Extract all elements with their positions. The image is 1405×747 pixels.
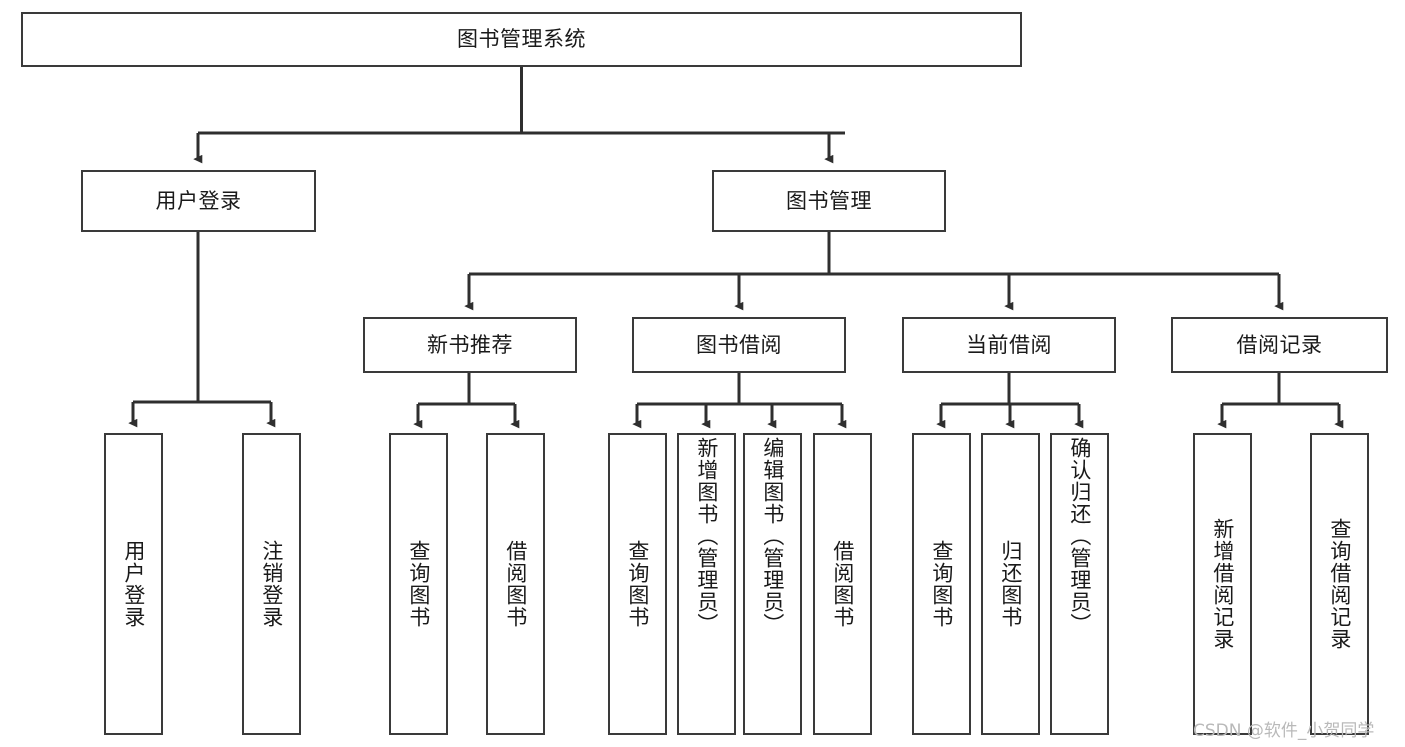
node-leaf-logout-login[interactable]: 注销登录 xyxy=(242,433,301,735)
csdn-watermark: CSDN @软件_小贺同学 xyxy=(1193,721,1375,741)
node-leaf-user-login-label: 用户登录 xyxy=(121,540,146,628)
node-leaf-return-book[interactable]: 归还图书 xyxy=(981,433,1040,735)
node-book-manage-label: 图书管理 xyxy=(786,188,872,213)
node-leaf-confirm-return-label: 确认归还（管理员） xyxy=(1067,437,1092,635)
node-current-borrow[interactable]: 当前借阅 xyxy=(902,317,1116,373)
node-user-login-label: 用户登录 xyxy=(155,188,242,213)
node-leaf-edit-book[interactable]: 编辑图书（管理员） xyxy=(743,433,802,735)
node-leaf-query-book-2[interactable]: 查询图书 xyxy=(608,433,667,735)
node-leaf-borrow-book-2-label: 借阅图书 xyxy=(830,540,855,628)
node-book-borrow-label: 图书借阅 xyxy=(696,332,782,357)
node-leaf-borrow-book-1-label: 借阅图书 xyxy=(503,540,528,628)
node-leaf-query-book-3-label: 查询图书 xyxy=(929,540,954,628)
node-leaf-add-book-label: 新增图书（管理员） xyxy=(694,437,719,635)
node-borrow-record-label: 借阅记录 xyxy=(1236,332,1323,357)
node-leaf-query-book-3[interactable]: 查询图书 xyxy=(912,433,971,735)
node-leaf-user-login[interactable]: 用户登录 xyxy=(104,433,163,735)
node-root-system-label: 图书管理系统 xyxy=(457,27,586,52)
node-leaf-return-book-label: 归还图书 xyxy=(998,540,1023,628)
node-leaf-query-record[interactable]: 查询借阅记录 xyxy=(1310,433,1369,735)
node-leaf-query-record-label: 查询借阅记录 xyxy=(1327,518,1352,650)
node-leaf-borrow-book-1[interactable]: 借阅图书 xyxy=(486,433,545,735)
node-leaf-borrow-book-2[interactable]: 借阅图书 xyxy=(813,433,872,735)
node-leaf-add-record-label: 新增借阅记录 xyxy=(1210,518,1235,650)
node-new-book-recommend-label: 新书推荐 xyxy=(427,332,513,357)
node-new-book-recommend[interactable]: 新书推荐 xyxy=(363,317,577,373)
node-leaf-query-book-1[interactable]: 查询图书 xyxy=(389,433,448,735)
node-leaf-logout-login-label: 注销登录 xyxy=(259,540,284,628)
node-book-manage[interactable]: 图书管理 xyxy=(712,170,946,232)
node-leaf-add-record[interactable]: 新增借阅记录 xyxy=(1193,433,1252,735)
node-leaf-query-book-1-label: 查询图书 xyxy=(406,540,431,628)
node-book-borrow[interactable]: 图书借阅 xyxy=(632,317,846,373)
node-leaf-edit-book-label: 编辑图书（管理员） xyxy=(760,437,785,635)
node-user-login[interactable]: 用户登录 xyxy=(81,170,316,232)
node-leaf-add-book[interactable]: 新增图书（管理员） xyxy=(677,433,736,735)
node-leaf-confirm-return[interactable]: 确认归还（管理员） xyxy=(1050,433,1109,735)
node-leaf-query-book-2-label: 查询图书 xyxy=(625,540,650,628)
node-borrow-record[interactable]: 借阅记录 xyxy=(1171,317,1388,373)
node-root-system[interactable]: 图书管理系统 xyxy=(21,12,1022,67)
node-current-borrow-label: 当前借阅 xyxy=(966,332,1052,357)
